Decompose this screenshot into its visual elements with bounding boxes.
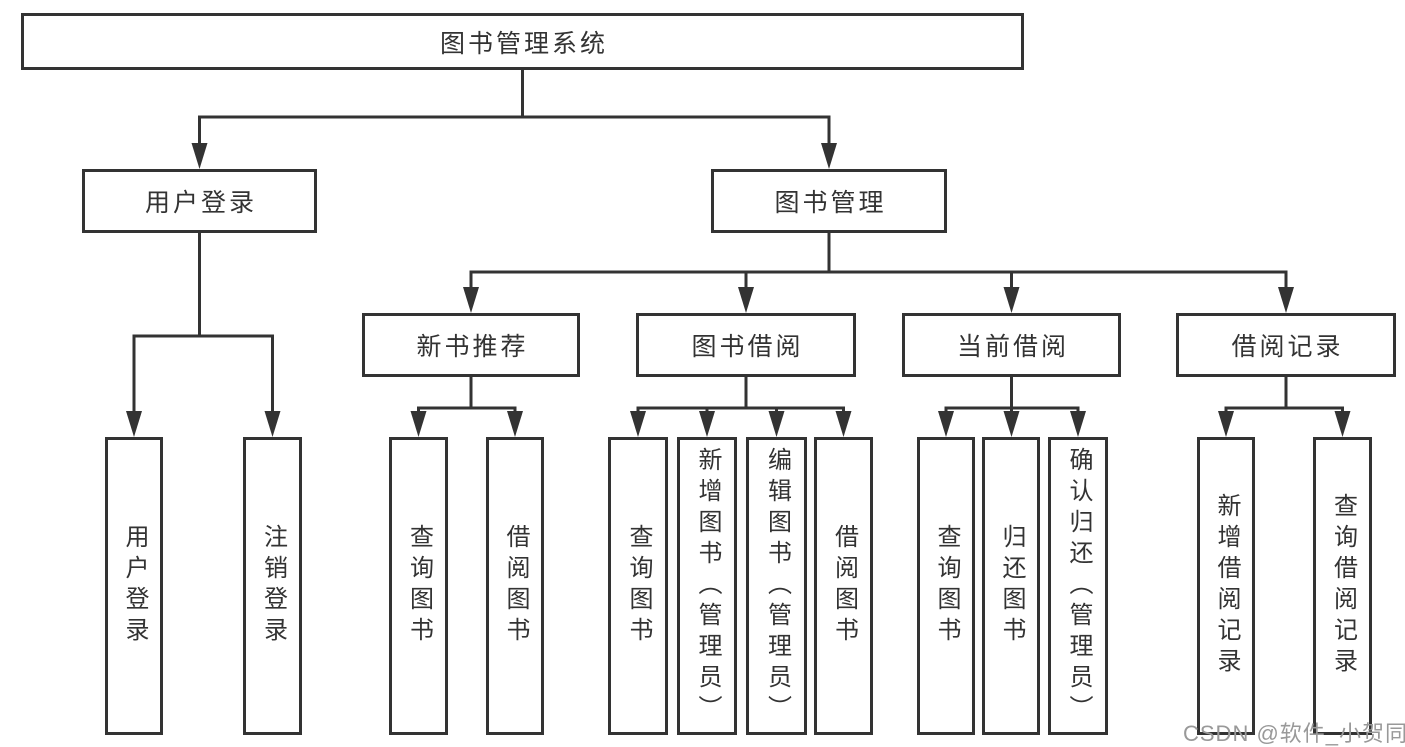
node-current-borrowing: 当前借阅 — [902, 313, 1121, 377]
node-leaf-logout: 注销登录 — [243, 437, 302, 735]
node-leaf-logout-label: 注销登录 — [259, 524, 287, 648]
node-leaf-user-login-label: 用户登录 — [121, 524, 148, 648]
node-leaf-query-books-2-label: 查询图书 — [625, 524, 652, 648]
node-leaf-return-books-label: 归还图书 — [998, 524, 1025, 648]
node-library-system-label: 图书管理系统 — [439, 29, 608, 58]
node-leaf-return-books: 归还图书 — [982, 437, 1040, 735]
node-book-borrowing: 图书借阅 — [636, 313, 856, 377]
node-borrowing-records-label: 借阅记录 — [1231, 333, 1344, 361]
node-leaf-user-login: 用户登录 — [105, 437, 163, 735]
node-leaf-borrow-books-1: 借阅图书 — [486, 437, 544, 735]
node-leaf-add-books-admin: 新增图书（管理员） — [677, 437, 737, 735]
node-leaf-edit-books-admin-label: 编辑图书（管理员） — [763, 446, 791, 726]
node-leaf-borrow-books-2: 借阅图书 — [814, 437, 873, 735]
node-current-borrowing-label: 当前借阅 — [956, 333, 1069, 361]
node-leaf-query-books-1: 查询图书 — [389, 437, 448, 735]
node-book-borrowing-label: 图书借阅 — [691, 333, 804, 361]
node-leaf-query-borrow-record: 查询借阅记录 — [1313, 437, 1372, 735]
node-leaf-edit-books-admin: 编辑图书（管理员） — [746, 437, 807, 735]
node-leaf-query-books-2: 查询图书 — [608, 437, 668, 735]
node-new-book-recommendation: 新书推荐 — [362, 313, 580, 377]
node-leaf-query-books-1-label: 查询图书 — [405, 524, 433, 648]
node-leaf-confirm-return-admin-label: 确认归还（管理员） — [1065, 446, 1092, 726]
node-book-management-label: 图书管理 — [774, 189, 887, 217]
node-leaf-add-borrow-record-label: 新增借阅记录 — [1213, 493, 1240, 679]
node-user-login: 用户登录 — [82, 169, 317, 233]
node-leaf-query-borrow-record-label: 查询借阅记录 — [1329, 493, 1357, 679]
node-leaf-borrow-books-1-label: 借阅图书 — [502, 524, 529, 648]
node-book-management: 图书管理 — [711, 169, 947, 233]
node-leaf-query-books-3-label: 查询图书 — [933, 524, 960, 648]
csdn-watermark: CSDN @软件_小贺同学 — [1183, 721, 1405, 746]
node-leaf-confirm-return-admin: 确认归还（管理员） — [1048, 437, 1108, 735]
node-leaf-query-books-3: 查询图书 — [917, 437, 975, 735]
node-new-book-recommendation-label: 新书推荐 — [416, 333, 529, 361]
node-leaf-add-borrow-record: 新增借阅记录 — [1197, 437, 1255, 735]
node-library-system: 图书管理系统 — [21, 13, 1024, 70]
node-leaf-borrow-books-2-label: 借阅图书 — [830, 524, 858, 648]
node-borrowing-records: 借阅记录 — [1176, 313, 1396, 377]
node-user-login-label: 用户登录 — [144, 189, 257, 217]
node-leaf-add-books-admin-label: 新增图书（管理员） — [694, 446, 721, 726]
